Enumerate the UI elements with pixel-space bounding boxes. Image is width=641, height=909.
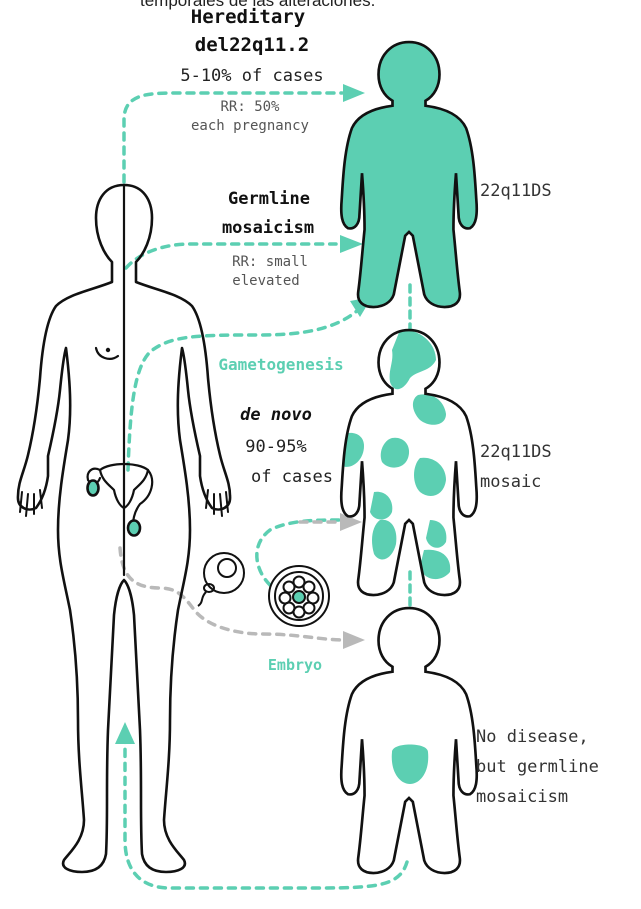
outcome-unaffected-2: but germline — [476, 757, 599, 777]
nipple — [106, 348, 110, 352]
arrow-gametogenesis — [128, 310, 358, 470]
ovary-left — [88, 481, 99, 496]
cell — [284, 582, 295, 593]
arrowhead-gray-embryo — [343, 631, 365, 649]
germline-rr-1: RR: small — [232, 254, 308, 270]
embryo-label: Embryo — [268, 656, 322, 674]
hereditary-pct: 5-10% of cases — [180, 66, 323, 86]
germline-title-1: Germline — [228, 189, 310, 209]
denovo-title: de novo — [240, 405, 312, 425]
fallopian-right — [133, 470, 152, 528]
hereditary-rr-1: RR: 50% — [220, 99, 280, 115]
arrowhead-hereditary — [343, 84, 365, 102]
fertilization-icon — [198, 553, 244, 606]
arrow-embryo-to-mosaic — [257, 520, 342, 585]
germline-title-2: mosaicism — [222, 218, 314, 238]
embryo-affected-cell — [293, 591, 305, 603]
cell — [294, 607, 305, 618]
outcome-mosaic-1: 22q11DS — [480, 442, 552, 462]
baby-affected — [341, 42, 477, 307]
embryo-icon — [269, 566, 329, 626]
cell — [304, 582, 315, 593]
germline-rr-2: elevated — [232, 273, 299, 289]
denovo-pct-2: of cases — [251, 467, 333, 487]
egg-inner — [218, 559, 236, 577]
sperm-tail — [198, 592, 206, 606]
arrowhead-germline — [340, 235, 363, 253]
outcome-affected: 22q11DS — [480, 181, 552, 201]
hereditary-rr-2: each pregnancy — [191, 118, 309, 134]
outcome-unaffected-1: No disease, — [476, 727, 589, 747]
denovo-pct-1: 90-95% — [245, 437, 306, 457]
ovary-right — [128, 521, 140, 536]
gametogenesis-label: Gametogenesis — [218, 355, 343, 374]
outcome-mosaic-2: mosaic — [480, 472, 541, 492]
hereditary-title-1: Hereditary — [191, 6, 305, 28]
hereditary-title-2: del22q11.2 — [195, 34, 309, 56]
outcome-unaffected-3: mosaicism — [476, 787, 568, 807]
arrowhead-germline-loop — [115, 722, 135, 744]
